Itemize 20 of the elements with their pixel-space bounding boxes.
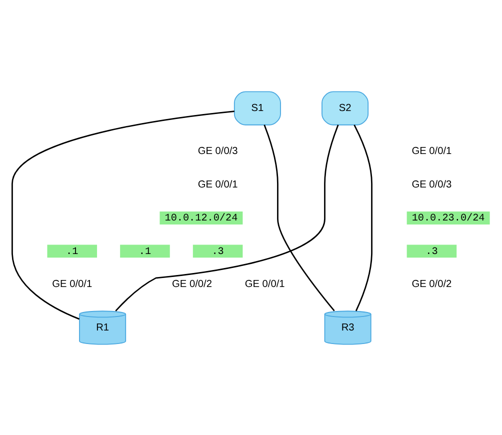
label: .3 — [212, 246, 224, 258]
label: GE 0/0/3 — [198, 146, 238, 157]
label: 10.0.23.0/24 — [412, 213, 485, 224]
label: GE 0/0/2 — [412, 278, 452, 290]
label: GE 0/0/1 — [198, 178, 238, 190]
label: GE 0/0/1 — [52, 278, 92, 290]
node-box: S1 — [234, 90, 281, 125]
connector — [354, 124, 372, 311]
label: GE 0/0/1 — [412, 146, 452, 157]
label: 10.0.12.0/24 — [164, 213, 238, 224]
node-box: S2 — [322, 90, 369, 125]
label: GE 0/0/2 — [172, 278, 212, 290]
label: GE 0/0/1 — [244, 278, 285, 290]
connector — [264, 124, 335, 311]
label: GE 0/0/3 — [412, 178, 452, 190]
connector — [115, 124, 339, 311]
label: .3 — [426, 246, 438, 258]
label: .1 — [138, 246, 152, 258]
label: .1 — [66, 246, 78, 258]
connector — [12, 110, 234, 320]
